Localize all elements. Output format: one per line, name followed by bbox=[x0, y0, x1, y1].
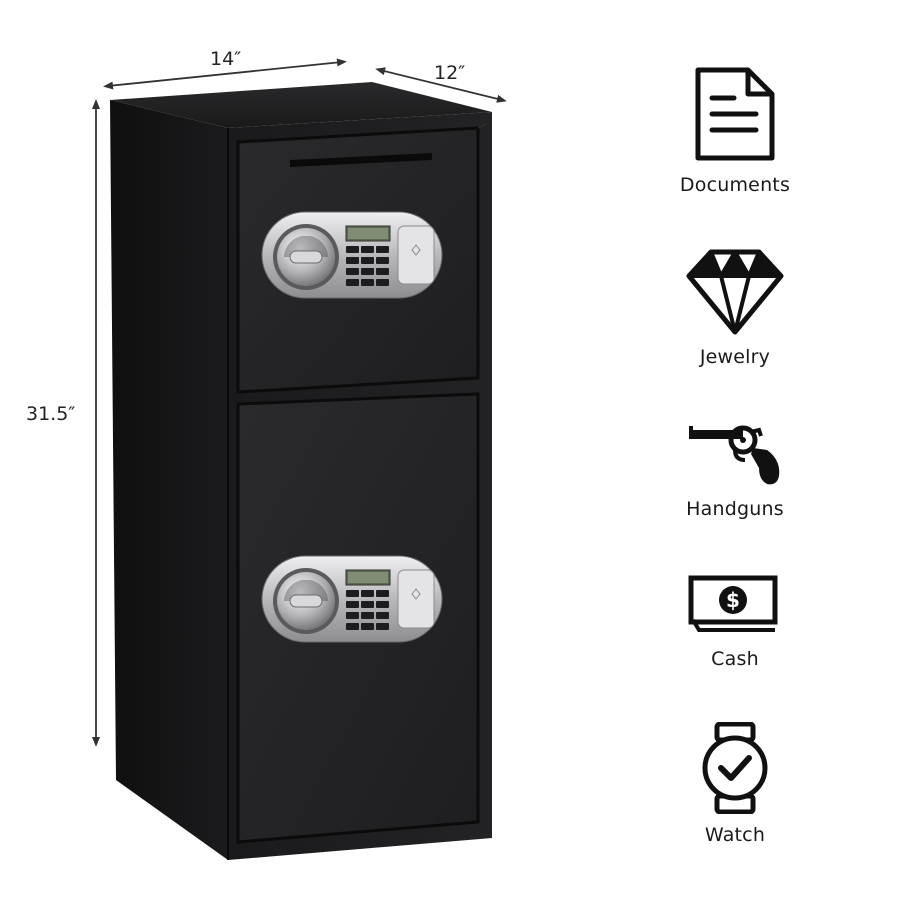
diamond-icon bbox=[686, 249, 784, 335]
feature-jewelry: Jewelry bbox=[660, 246, 810, 368]
feature-documents: Documents bbox=[660, 64, 810, 196]
watch-icon bbox=[702, 722, 768, 814]
upper-keypad bbox=[261, 211, 443, 299]
feature-label: Cash bbox=[711, 648, 759, 670]
feature-handguns: Handguns bbox=[660, 420, 810, 520]
width-label: 14″ bbox=[210, 48, 242, 70]
depth-arrow bbox=[375, 67, 507, 103]
width-arrow bbox=[103, 58, 347, 90]
cash-icon: $ bbox=[688, 575, 778, 632]
deposit-slot bbox=[290, 153, 432, 167]
svg-text:$: $ bbox=[726, 588, 740, 612]
depth-label: 12″ bbox=[434, 62, 466, 84]
feature-label: Handguns bbox=[686, 498, 784, 520]
lower-keypad bbox=[261, 555, 443, 643]
safe-top bbox=[110, 82, 492, 128]
height-label: 31.5″ bbox=[26, 403, 76, 425]
handgun-icon bbox=[689, 425, 780, 485]
feature-label: Watch bbox=[704, 824, 766, 846]
feature-label: Jewelry bbox=[699, 346, 771, 368]
document-icon bbox=[695, 67, 775, 161]
feature-watch: Watch bbox=[660, 722, 810, 846]
feature-cash: $ Cash bbox=[660, 572, 810, 670]
safe-side bbox=[110, 100, 228, 860]
feature-label: Documents bbox=[679, 174, 791, 196]
